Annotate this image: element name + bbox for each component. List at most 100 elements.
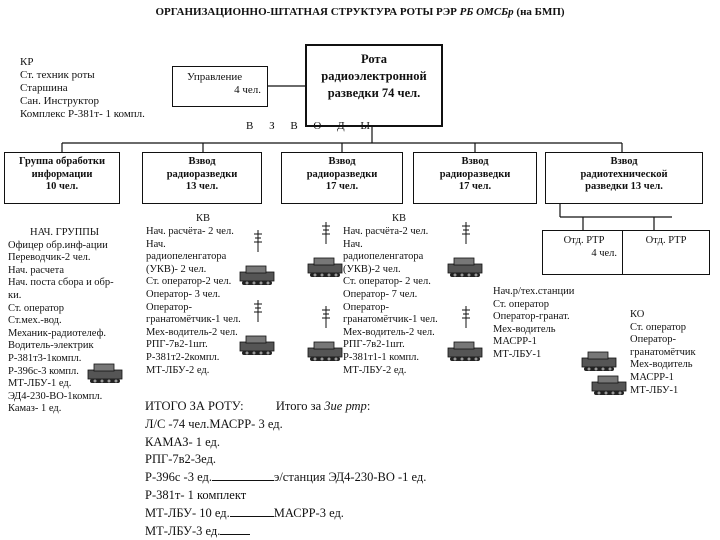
hq-item: Ст. техник роты <box>20 69 95 81</box>
totals-mtlbu10: МТ-ЛБУ- 10 ед. <box>145 505 230 520</box>
group-head: НАЧ. ГРУППЫ <box>30 227 100 238</box>
otd1-item: Нач.р/тех.станции <box>493 286 575 297</box>
totals-line: Л/С -74 чел.МАСРР- 3 ед. <box>145 416 283 431</box>
vehicle-with-antenna-icon <box>447 222 483 278</box>
underline-gap <box>220 533 251 535</box>
hq-item: Сан. Инструктор <box>20 95 99 107</box>
unit-line: 10 чел. <box>45 181 79 193</box>
totals-heading: ИТОГО ЗА РОТУ: <box>145 399 244 413</box>
group-item: Переводчик-2 чел. <box>8 252 91 264</box>
otd2-item: МТ-ЛБУ-1 <box>630 384 679 396</box>
platoon2-item: Ст. оператор- 2 чел. <box>343 276 431 288</box>
platoon1-list: Нач. расчёта- 2 чел. Нач. радиопеленгато… <box>146 226 241 394</box>
third-platoon-italic: 3ие ртр <box>324 399 367 413</box>
unit-line: Взвод <box>188 156 216 167</box>
unit-line: Взвод <box>461 156 489 167</box>
unit-box-rtr-platoon: Взвод радиотехнической разведки 13 чел. <box>545 152 703 204</box>
otd1-item: Оператор-гранат. <box>493 311 570 323</box>
totals-r396-row: Р-396с -3 ед. э/станция ЭД4-230-ВО -1 ед. <box>145 469 426 487</box>
otd2-item: Мех-водитель <box>630 359 693 371</box>
platoon2-item: Оператор- 7 чел. <box>343 288 418 300</box>
group-item: Ст.мех.-вод. <box>8 315 62 327</box>
platoon1-item: Мех-водитель-2 чел. <box>146 326 238 338</box>
platoon1-item: МТ-ЛБУ-2 ед. <box>146 364 210 376</box>
group-list: НАЧ. ГРУППЫ Офицер обр.инф-ации Переводч… <box>8 227 114 416</box>
group-item: МТ-ЛБУ-1 ед. <box>8 378 72 390</box>
unit-box-info-group: Группа обработки информации 10 чел. <box>4 152 120 204</box>
otd2-item: гранатомётчик <box>630 346 696 358</box>
platoon1-item: Ст. оператор-2 чел. <box>146 276 232 288</box>
management-count: 4 чел. <box>234 84 261 96</box>
unit-line: радиоразведки <box>166 168 238 180</box>
totals-masrr: МАСРР-3 ед. <box>273 505 344 520</box>
totals-heading-row: ИТОГО ЗА РОТУ: Итого за 3ие ртр: <box>145 398 426 416</box>
otd-rtr-box-2: Отд. РТР <box>622 230 710 275</box>
unit-line: Взвод <box>328 156 356 167</box>
group-item: Водитель-электрик <box>8 340 94 352</box>
hq-item: Старшина <box>20 82 68 94</box>
platoon2-item: Нач. расчёта-2 чел. <box>343 226 429 237</box>
company-line3: разведки 74 чел. <box>327 86 421 100</box>
totals-mtlbu3-row: МТ-ЛБУ-3 ед. <box>145 523 426 540</box>
hq-list: КР Ст. техник роты Старшина Сан. Инструк… <box>20 56 145 121</box>
platoon1-item: Нач. <box>146 238 166 250</box>
underline-gap <box>211 480 274 482</box>
title-main: ОРГАНИЗАЦИОННО-ШТАТНАЯ СТРУКТУРА РОТЫ РЭ… <box>155 6 457 18</box>
hq-item: КР <box>20 56 34 68</box>
otd1-item: МАСРР-1 <box>493 336 537 348</box>
group-item: ЭД4-230-ВО-1компл. <box>8 390 103 402</box>
otd2-list: КО Ст. оператор Оператор- гранатомётчик … <box>630 309 696 397</box>
kv-label-2: КВ <box>392 213 407 224</box>
vehicle-icon <box>87 363 123 384</box>
platoon2-item: радиопеленгатора <box>343 251 424 263</box>
unit-line: радиоразведки <box>306 168 378 180</box>
totals-r396: Р-396с -3 ед. <box>145 470 212 485</box>
unit-line: радиоразведки <box>439 168 511 180</box>
group-item: Ст. оператор <box>8 302 65 314</box>
vehicle-with-antenna-icon <box>307 222 343 278</box>
group-item: Нач. поста сбора и обр- <box>8 277 114 289</box>
kv-label-1: КВ <box>196 213 211 224</box>
totals-line: РПГ-7в2-3ед. <box>145 452 217 467</box>
unit-box-platoon-1: Взвод радиоразведки 13 чел. <box>142 152 262 204</box>
group-item: Механик-радиотелеф. <box>8 327 107 339</box>
unit-box-platoon-2: Взвод радиоразведки 17 чел. <box>281 152 403 204</box>
group-item: Р-396с-3 компл. <box>8 365 79 377</box>
platoon1-item: Р-381т2-2компл. <box>146 351 220 363</box>
platoon2-item: Оператор- <box>343 301 389 313</box>
unit-box-platoon-3: Взвод радиоразведки 17 чел. <box>413 152 537 204</box>
platoon2-item: Р-381т1-1 компл. <box>343 351 420 363</box>
totals-mtlbu10-row: МТ-ЛБУ- 10 ед. МАСРР-3 ед. <box>145 505 426 523</box>
management-box: Управление 4 чел. <box>172 66 268 107</box>
platoon1-item: радиопеленгатора <box>146 251 227 263</box>
unit-line: 17 чел. <box>458 181 492 193</box>
platoon1-item: РПГ-7в2-1шт. <box>146 339 208 351</box>
page-title: ОРГАНИЗАЦИОННО-ШТАТНАЯ СТРУКТУРА РОТЫ РЭ… <box>0 6 720 19</box>
platoon1-item: (УКВ)- 2 чел. <box>146 263 207 275</box>
otd-rtr-title: Отд. РТР <box>563 235 605 246</box>
unit-line: радиотехнической <box>580 168 668 180</box>
group-item: Офицер обр.инф-ации <box>8 239 108 251</box>
vehicle-icon <box>591 375 627 396</box>
otd2-item: Ст. оператор <box>630 321 687 333</box>
platoons-label: В З В О Д Ы <box>246 120 372 132</box>
underline-gap <box>229 515 274 517</box>
group-item: ки. <box>8 289 22 301</box>
totals-power-station: э/станция ЭД4-230-ВО -1 ед. <box>273 470 427 485</box>
group-item: Р-381т3-1компл. <box>8 352 82 364</box>
platoon2-item: Мех-водитель-2 чел. <box>343 326 435 338</box>
unit-line: Взвод <box>610 156 638 167</box>
otd1-list: Нач.р/тех.станции Ст. оператор Оператор-… <box>493 286 574 362</box>
unit-line: информации <box>31 168 93 180</box>
otd-rtr-count: 4 чел. <box>591 247 617 259</box>
unit-line: Группа обработки <box>18 156 105 167</box>
title-suffix: (на БМП) <box>516 6 565 18</box>
platoon2-item: (УКВ)-2 чел. <box>343 263 401 275</box>
vehicle-with-antenna-icon <box>239 300 275 356</box>
group-item: Нач. расчета <box>8 264 65 276</box>
platoon2-item: МТ-ЛБУ-2 ед. <box>343 364 407 376</box>
hq-item: Комплекс Р-381т- 1 компл. <box>20 108 145 120</box>
title-italic: РБ ОМСБр <box>459 6 514 18</box>
company-line2: радиоэлектронной <box>321 69 427 83</box>
